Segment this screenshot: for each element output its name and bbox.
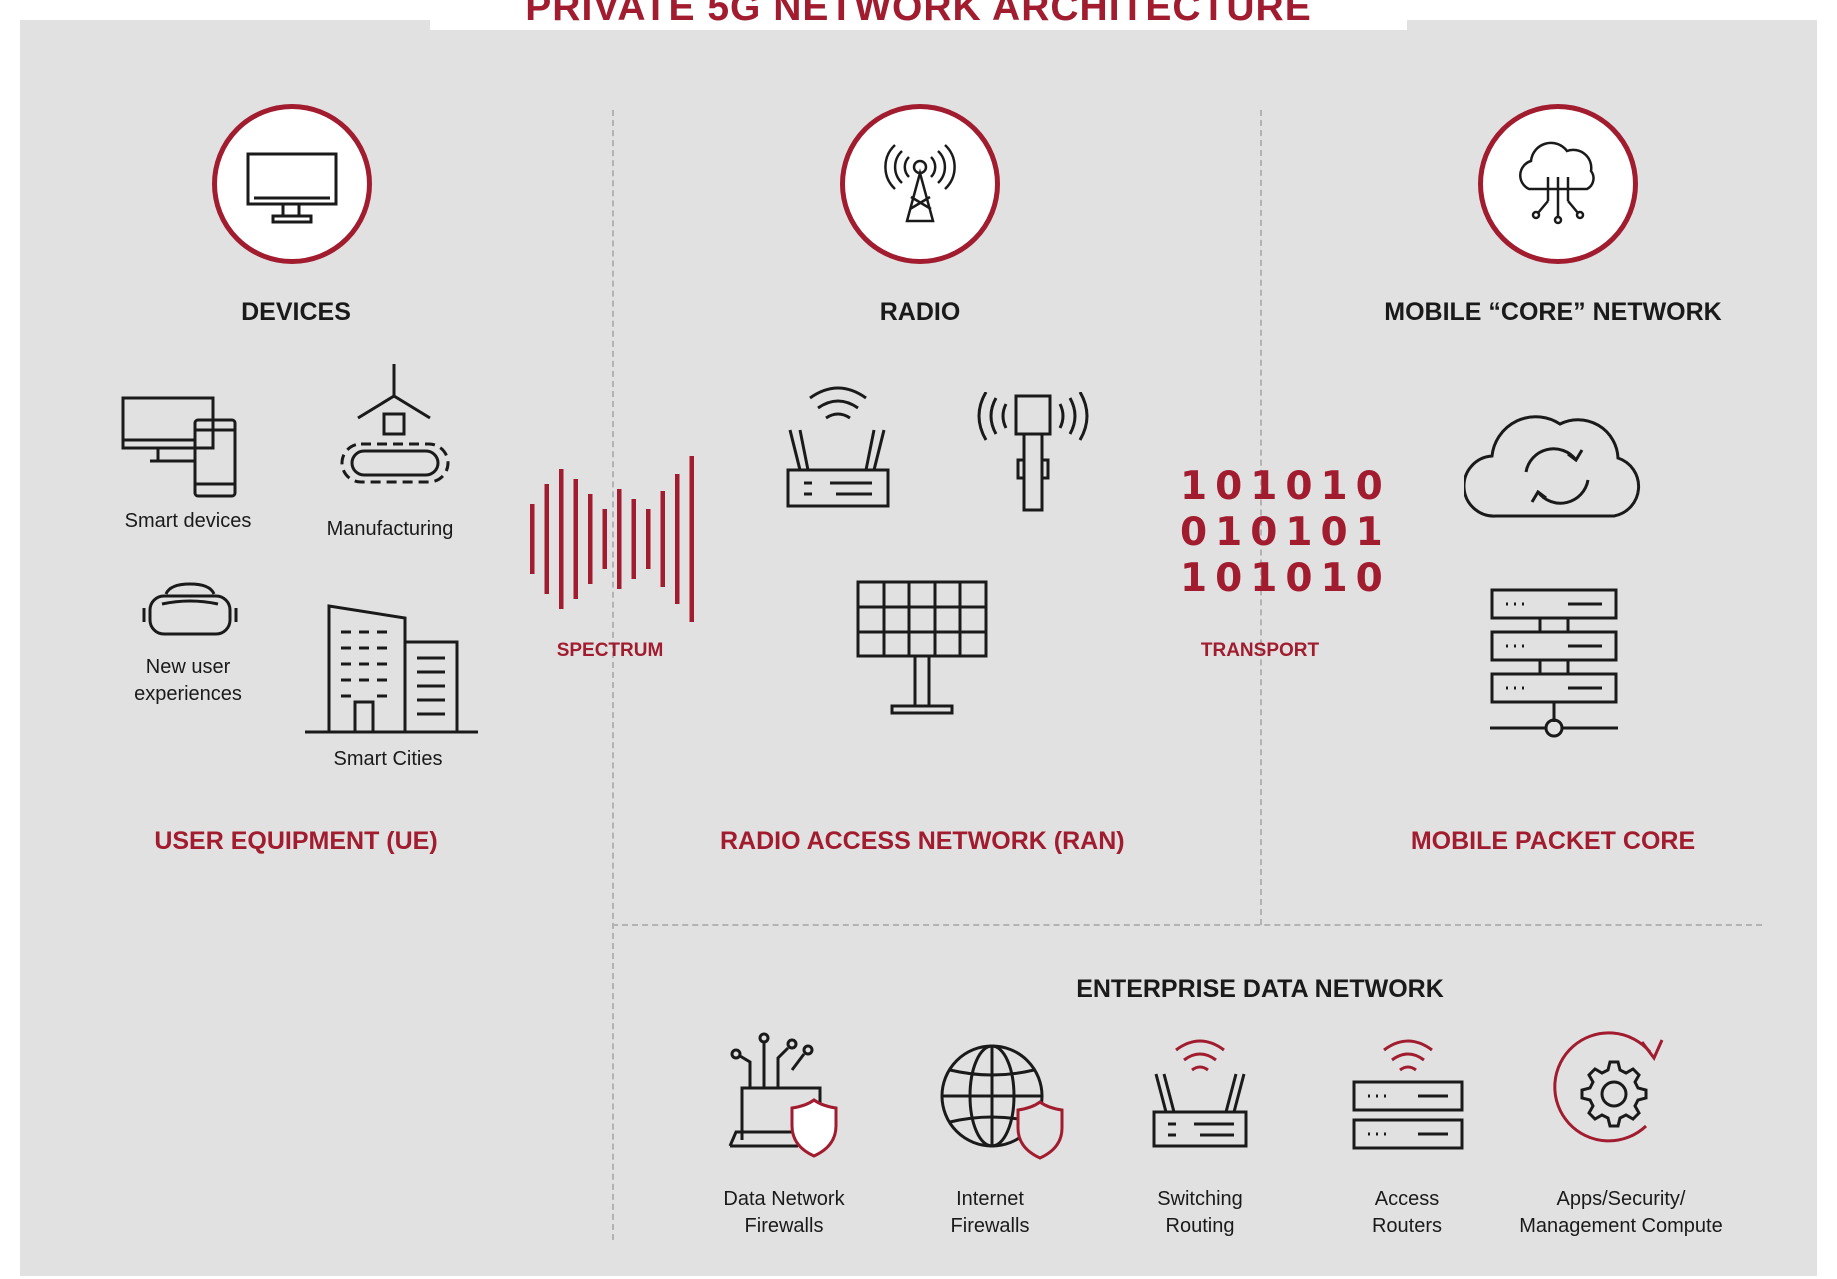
transport-label: TRANSPORT xyxy=(1200,640,1320,661)
smart-devices-icon xyxy=(121,396,237,498)
cloud-sync-icon xyxy=(1464,415,1641,518)
switch-router-icon xyxy=(1152,1039,1248,1148)
spectrum-waveform-icon xyxy=(530,456,694,622)
binary-line-1: 101010 xyxy=(1180,464,1391,509)
enterprise-heading: ENTERPRISE DATA NETWORK xyxy=(1076,975,1444,1003)
server-rack-icon xyxy=(1490,588,1618,738)
divider-enterprise xyxy=(612,924,1762,926)
access-router-icon xyxy=(1352,1039,1464,1150)
manufacturing-label: Manufacturing xyxy=(326,518,454,540)
data-network-firewalls-label: Data Network Firewalls xyxy=(723,1188,845,1237)
vr-headset-icon xyxy=(142,582,238,636)
small-cell-antenna-icon xyxy=(977,392,1089,512)
ran-footer: RADIO ACCESS NETWORK (RAN) xyxy=(720,827,1125,855)
radio-tower-icon xyxy=(884,144,956,223)
page-title: PRIVATE 5G NETWORK ARCHITECTURE xyxy=(525,0,1312,29)
smart-cities-label: Smart Cities xyxy=(333,748,443,770)
divider-ran-core xyxy=(1260,110,1262,925)
smart-devices-label: Smart devices xyxy=(124,510,252,532)
ue-footer: USER EQUIPMENT (UE) xyxy=(154,827,438,855)
core-heading: MOBILE “CORE” NETWORK xyxy=(1384,298,1722,326)
cloud-network-icon xyxy=(1519,141,1595,225)
radio-heading: RADIO xyxy=(879,298,961,326)
binary-line-3: 101010 xyxy=(1180,556,1391,601)
internet-firewalls-label: Internet Firewalls xyxy=(950,1188,1030,1237)
smart-city-icon xyxy=(305,604,478,734)
divider-ue-ran xyxy=(612,110,614,1240)
manufacturing-icon xyxy=(340,364,450,484)
switching-routing-label: Switching Routing xyxy=(1157,1188,1243,1237)
data-firewall-icon xyxy=(728,1032,838,1158)
devices-circle xyxy=(212,104,372,264)
internet-firewall-icon xyxy=(940,1044,1064,1160)
gear-cycle-icon xyxy=(1553,1031,1664,1143)
monitor-icon xyxy=(246,152,338,224)
new-user-experiences-label: New user experiences xyxy=(134,656,242,705)
radio-circle xyxy=(840,104,1000,264)
core-circle xyxy=(1478,104,1638,264)
wifi-router-icon xyxy=(786,386,890,508)
apps-security-management-label: Apps/Security/ Management Compute xyxy=(1519,1188,1723,1237)
binary-data: 101010 010101 101010 xyxy=(1180,464,1391,602)
access-routers-label: Access Routers xyxy=(1371,1188,1443,1237)
binary-line-2: 010101 xyxy=(1180,510,1391,555)
core-footer: MOBILE PACKET CORE xyxy=(1410,827,1696,855)
solar-panel-icon xyxy=(856,580,988,715)
devices-heading: DEVICES xyxy=(241,298,351,326)
title-banner: PRIVATE 5G NETWORK ARCHITECTURE xyxy=(430,0,1407,30)
spectrum-label: SPECTRUM xyxy=(556,640,664,661)
